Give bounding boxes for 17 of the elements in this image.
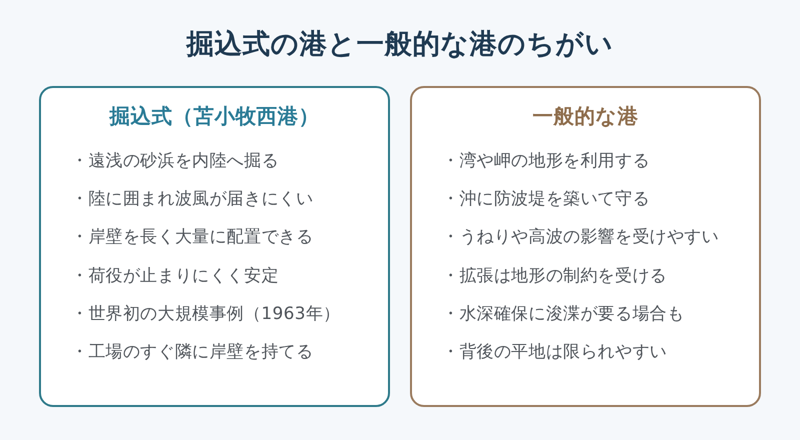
- list-item: ・拡張は地形の制約を受ける: [442, 264, 667, 288]
- comparison-card: [410, 86, 761, 407]
- list-item: ・沖に防波堤を築いて守る: [442, 188, 650, 212]
- list-item: ・岸壁を長く大量に配置できる: [71, 226, 314, 250]
- list-item: ・工場のすぐ隣に岸壁を持てる: [71, 341, 314, 364]
- list-item: ・荷役が止まりにくく安定: [71, 264, 279, 288]
- list-item: ・背後の平地は限られやすい: [442, 341, 667, 364]
- list-item: ・うねりや高波の影響を受けやすい: [442, 226, 719, 250]
- comparison-card: [39, 86, 390, 407]
- list-item: ・遠浅の砂浜を内陸へ掘る: [71, 150, 279, 173]
- list-item: ・陸に囲まれ波風が届きにくい: [71, 188, 314, 212]
- card-heading: 掘込式（苫小牧西港）: [110, 103, 320, 130]
- list-item: ・水深確保に浚渫が要る場合も: [442, 302, 684, 326]
- title: 掘込式の港と一般的な港のちがい: [186, 27, 614, 62]
- list-item: ・湾や岬の地形を利用する: [442, 150, 650, 173]
- list-item: ・世界初の大規模事例（1963年）: [71, 302, 340, 326]
- card-heading: 一般的な港: [532, 103, 638, 130]
